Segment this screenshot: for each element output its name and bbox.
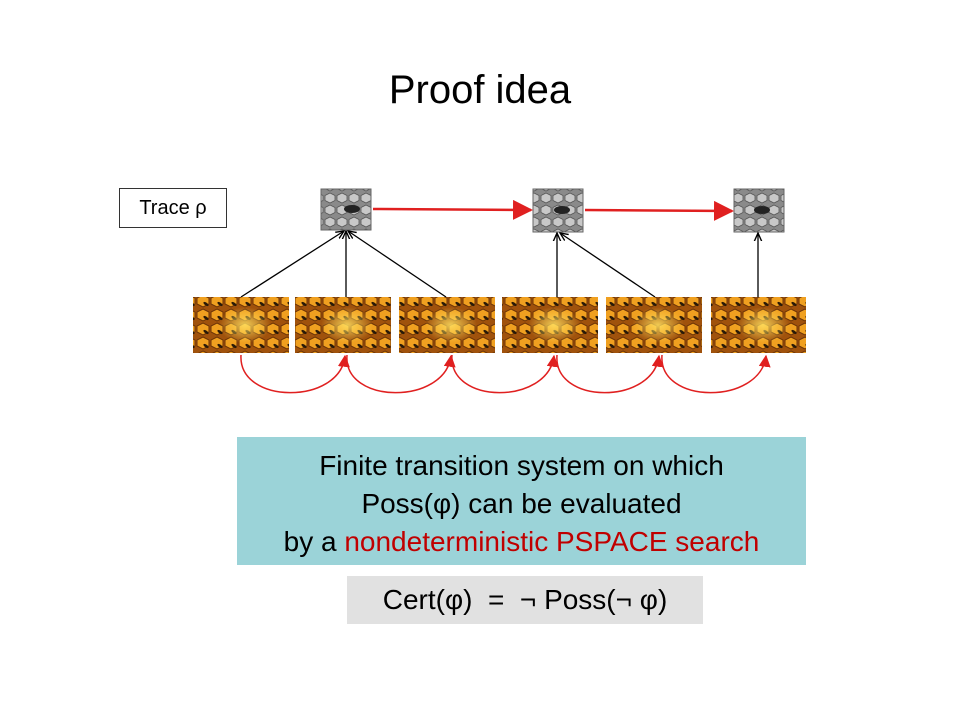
- system-state-6: [711, 297, 806, 353]
- info-line-3: by a nondeterministic PSPACE search: [237, 523, 806, 561]
- negation-symbol-inner: ¬: [615, 584, 632, 615]
- formula-equals: =: [488, 584, 505, 615]
- formula-poss: Poss(: [544, 584, 616, 615]
- transition-arrow-3: [451, 354, 559, 394]
- trace-arrow-1: [372, 199, 533, 220]
- trace-arrow-2: [584, 200, 734, 221]
- transition-arrow-5: [661, 354, 771, 394]
- map-arrow-3: [348, 231, 447, 298]
- formula-cert: Cert(φ): [382, 584, 473, 615]
- negation-symbol: ¬: [519, 584, 537, 615]
- info-line-3-highlight: nondeterministic PSPACE search: [344, 526, 760, 557]
- system-state-5: [606, 297, 702, 353]
- info-box: Finite transition system on which Poss(φ…: [237, 437, 806, 565]
- system-state-4: [502, 297, 598, 353]
- trace-state-2: [532, 188, 584, 233]
- trace-state-3: [733, 188, 785, 233]
- formula-box: Cert(φ) = ¬ Poss(¬ φ): [347, 576, 703, 624]
- info-line-2: Poss(φ) can be evaluated: [361, 488, 682, 519]
- info-line-1: Finite transition system on which: [319, 450, 724, 481]
- slide-title: Proof idea: [388, 68, 572, 112]
- formula-phi: φ): [639, 584, 668, 615]
- system-state-3: [399, 297, 495, 353]
- map-arrow-5: [560, 233, 656, 298]
- system-state-2: [295, 297, 391, 353]
- info-line-3-prefix: by a: [283, 526, 345, 557]
- trace-state-1: [320, 188, 372, 231]
- transition-arrow-4: [556, 354, 664, 394]
- trace-label: Trace ρ: [119, 188, 227, 228]
- map-arrow-1: [240, 231, 344, 298]
- transition-arrow-1: [240, 354, 350, 394]
- system-state-1: [193, 297, 289, 353]
- transition-arrow-2: [346, 354, 456, 394]
